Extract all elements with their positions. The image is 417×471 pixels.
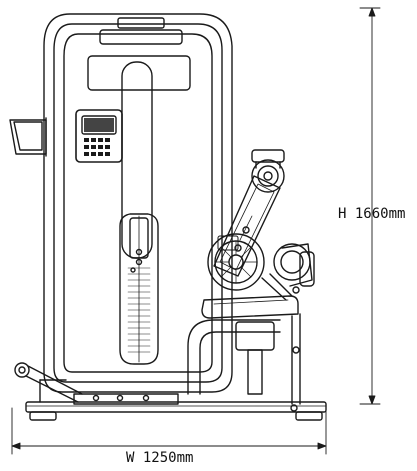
console-display-unit [75,109,123,163]
height-dimension-line [359,7,381,405]
seat-assembly [187,295,301,405]
side-holder [9,117,47,157]
height-dimension-label: H 1660mm [338,206,406,222]
roller-pad [261,243,315,301]
adjustable-arm [213,149,285,277]
width-dimension-line [11,407,327,455]
cam-pulley [207,233,265,291]
base-frame [25,379,327,421]
width-dimension-label: W 1250mm [126,450,194,466]
console-keypad [84,138,110,156]
